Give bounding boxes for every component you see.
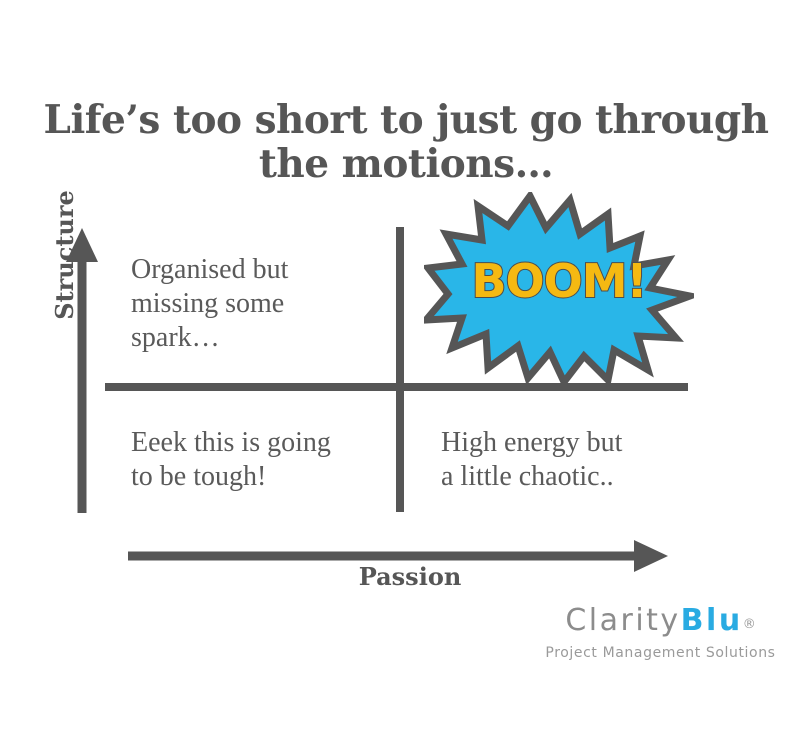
boom-starburst: BOOM!: [424, 192, 694, 384]
registered-trademark-icon: ®: [742, 617, 756, 632]
boom-label: BOOM!: [470, 253, 648, 309]
quadrant-top-left-text: Organised but missing some spark…: [131, 254, 289, 353]
logo-word-clarity: Clarity: [565, 603, 681, 638]
logo-wordmark: ClarityBlu®: [533, 605, 788, 641]
logo-word-blu: Blu: [680, 603, 743, 638]
x-axis-arrowhead: [634, 540, 668, 572]
x-axis-label: Passion: [358, 562, 462, 591]
logo-tagline: Project Management Solutions: [545, 645, 776, 661]
clarityblu-logo: ClarityBlu® Project Management Solutions: [533, 605, 788, 662]
y-axis-label: Structure: [50, 190, 79, 320]
quadrant-bottom-right-text: High energy but a little chaotic..: [441, 427, 623, 492]
page-title: Life’s too short to just go through the …: [43, 97, 769, 187]
starburst-shape: [424, 192, 694, 384]
quadrant-bottom-left-text: Eeek this is going to be tough!: [131, 427, 331, 492]
